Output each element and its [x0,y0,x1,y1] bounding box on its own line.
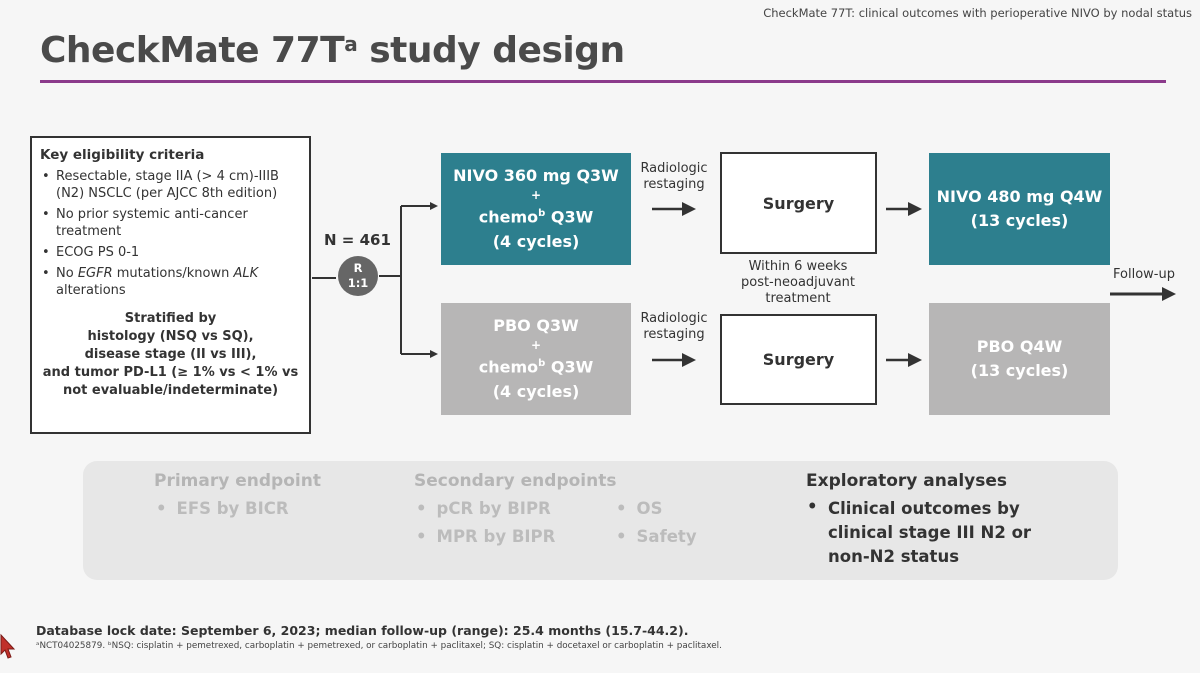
chemo-superscript: b [538,208,546,220]
eligibility-text: (N2) NSCLC (per AJCC 8th edition) [56,186,278,201]
randomization-circle: R 1:1 [338,256,378,296]
plus-sign: + [530,338,542,353]
eligibility-gene: ALK [233,266,259,281]
sample-size-label: N = 461 [324,231,391,249]
nivo-adjuvant-regimen: NIVO 480 mg Q4W [936,187,1103,206]
slide-title: CheckMate 77Ta study design [40,30,625,71]
surgery-timing-line: Within 6 weeks [748,259,848,274]
pbo-chemo-line: chemob Q3W [479,352,594,379]
randomization-letter: R [353,261,363,275]
stratification-line: and tumor PD-L1 (≥ 1% vs < 1% vs [42,365,299,380]
pbo-neoadjuvant-cycles: (4 cycles) [492,381,580,401]
restaging-line: Radiologic [640,161,708,176]
stratification-line: not evaluable/indeterminate) [62,383,279,398]
exploratory-bullet: • [807,497,818,516]
secondary-endpoint-item: OS [616,499,663,518]
chemo-schedule: Q3W [545,207,594,227]
primary-endpoint-item: EFS by BICR [156,499,289,518]
pbo-surgery-box: Surgery [720,314,877,405]
pbo-neoadjuvant-box: PBO Q3W + chemob Q3W (4 cycles) [441,303,631,415]
title-divider [40,80,1166,83]
nivo-neoadjuvant-cycles: (4 cycles) [492,231,580,251]
pbo-restaging-label: Radiologic restaging [634,311,714,343]
eligibility-criteria-box: Key eligibility criteria Resectable, sta… [30,136,311,434]
eligibility-item: No EGFR mutations/known ALK alterations [42,265,301,299]
eligibility-text: No prior systemic anti-cancer [56,207,248,222]
eligibility-gene: EGFR [77,266,113,281]
nivo-neoadjuvant-regimen: NIVO 360 mg Q3W [453,166,619,186]
footnote: ᵃNCT04025879. ᵇNSQ: cisplatin + pemetrex… [36,641,722,651]
eligibility-text: alterations [56,283,126,298]
pbo-neoadjuvant-regimen: PBO Q3W [493,316,579,336]
randomization-ratio: 1:1 [347,276,369,290]
chemo-label: chemo [478,207,539,227]
pointer-cursor-icon [0,633,16,659]
exploratory-line: non-N2 status [828,547,960,566]
nivo-adjuvant-cycles: (13 cycles) [970,211,1069,230]
nivo-chemo-line: chemob Q3W [479,202,594,229]
secondary-endpoint-item: pCR by BIPR [416,499,551,518]
chemo-label: chemo [478,357,539,377]
secondary-endpoint-item: Safety [616,527,697,546]
exploratory-heading: Exploratory analyses [806,471,1008,491]
endpoints-panel [83,461,1118,580]
surgery-timing-line: treatment [765,291,831,306]
stratification-line: histology (NSQ vs SQ), [87,329,254,344]
stratification-line: disease stage (II vs III), [84,347,257,362]
eligibility-text: ECOG PS 0-1 [56,245,140,260]
restaging-line: Radiologic [640,311,708,326]
eligibility-text: treatment [56,224,122,239]
title-main: CheckMate 77T [40,30,345,71]
pbo-adjuvant-box: PBO Q4W (13 cycles) [929,303,1110,415]
eligibility-text: Resectable, stage IIA (> 4 cm)-IIIB [56,169,279,184]
eligibility-text: No [56,266,78,281]
database-lock-note: Database lock date: September 6, 2023; m… [36,623,689,638]
eligibility-list: Resectable, stage IIA (> 4 cm)-IIIB (N2) … [40,168,301,299]
eligibility-heading: Key eligibility criteria [40,147,205,163]
exploratory-line: Clinical outcomes by [828,499,1020,518]
followup-label: Follow-up [1113,267,1175,282]
pbo-adjuvant-regimen: PBO Q4W [976,337,1063,356]
surgery-timing-label: Within 6 weeks post-neoadjuvant treatmen… [718,259,878,307]
header-caption: CheckMate 77T: clinical outcomes with pe… [763,6,1192,20]
exploratory-line: clinical stage III N2 or [828,523,1032,542]
nivo-restaging-label: Radiologic restaging [634,161,714,193]
eligibility-item: No prior systemic anti-cancer treatment [42,206,301,240]
restaging-line: restaging [643,177,705,192]
plus-sign: + [530,188,542,203]
title-rest: study design [357,30,625,71]
eligibility-text: mutations/known [112,266,234,281]
exploratory-item: Clinical outcomes by clinical stage III … [828,497,1031,569]
primary-endpoint-heading: Primary endpoint [154,471,321,491]
chemo-schedule: Q3W [545,357,594,377]
nivo-neoadjuvant-box: NIVO 360 mg Q3W + chemob Q3W (4 cycles) [441,153,631,265]
stratification-block: Stratified by histology (NSQ vs SQ), dis… [40,310,301,400]
title-superscript: a [344,32,358,56]
stratification-line: Stratified by [124,311,217,326]
surgery-timing-line: post-neoadjuvant [740,275,856,290]
pbo-adjuvant-cycles: (13 cycles) [970,361,1069,380]
secondary-endpoint-item: MPR by BIPR [416,527,556,546]
eligibility-item: ECOG PS 0-1 [42,244,301,261]
restaging-line: restaging [643,327,705,342]
eligibility-item: Resectable, stage IIA (> 4 cm)-IIIB (N2) … [42,168,301,202]
chemo-superscript: b [538,358,546,370]
nivo-surgery-box: Surgery [720,152,877,254]
nivo-adjuvant-box: NIVO 480 mg Q4W (13 cycles) [929,153,1110,265]
secondary-endpoints-heading: Secondary endpoints [414,471,617,491]
